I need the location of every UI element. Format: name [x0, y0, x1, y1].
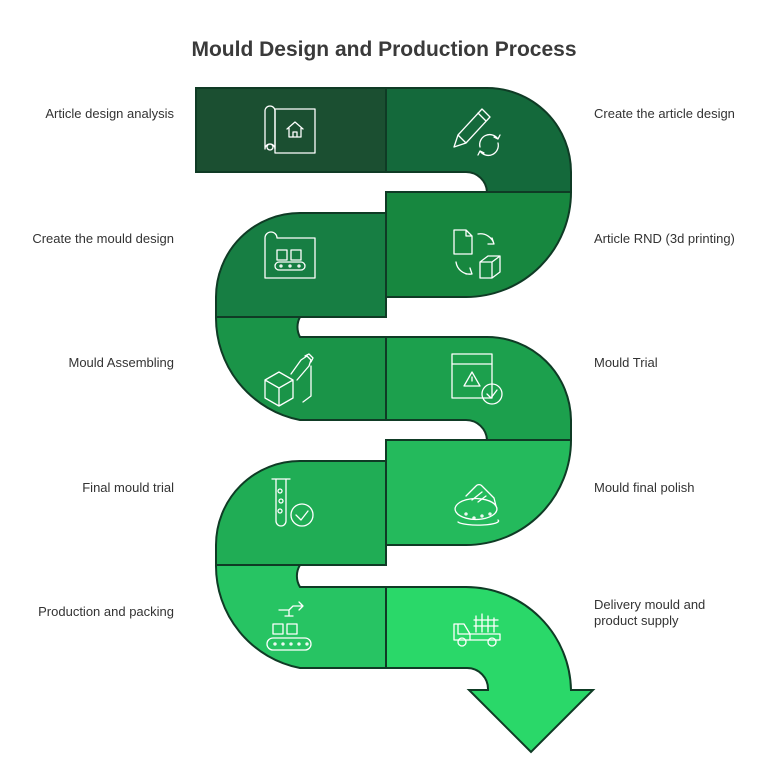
step-9-label: Production and packing	[38, 604, 174, 619]
file-cube-cycle-icon	[453, 229, 501, 279]
step-4-segment	[385, 191, 573, 298]
step-1-segment	[195, 87, 387, 173]
step-7-segment	[215, 460, 387, 566]
step-8-label: Mould final polish	[594, 480, 695, 495]
pencil-refresh-icon	[453, 108, 501, 157]
step-3-label: Create the mould design	[32, 231, 174, 246]
warning-document-check-icon	[451, 353, 503, 405]
step-2-segment	[385, 87, 572, 193]
conveyor-plan-icon	[264, 231, 316, 279]
step-2-label: Create the article design	[594, 106, 735, 121]
step-3-segment	[215, 212, 387, 318]
hand-polish-icon	[454, 484, 500, 526]
step-4-label: Article RND (3d printing)	[594, 231, 735, 246]
step-7-label: Final mould trial	[82, 480, 174, 495]
test-tube-check-icon	[271, 478, 314, 527]
blueprint-house-icon	[264, 105, 316, 154]
step-1-label: Article design analysis	[45, 106, 174, 121]
step-10-segment	[385, 586, 596, 754]
step-8-segment	[385, 439, 573, 546]
step-10-label: Delivery mould and product supply	[594, 597, 706, 628]
step-5-label: Mould Assembling	[68, 355, 175, 370]
step-5-segment	[214, 316, 387, 421]
step-9-segment	[214, 564, 387, 669]
robot-arm-box-icon	[264, 353, 314, 407]
step-6-segment	[385, 336, 572, 441]
delivery-truck-icon	[453, 613, 501, 647]
diagram-title: Mould Design and Production Process	[191, 38, 577, 61]
step-6-label: Mould Trial	[594, 355, 658, 370]
conveyor-robot-icon	[266, 601, 312, 651]
